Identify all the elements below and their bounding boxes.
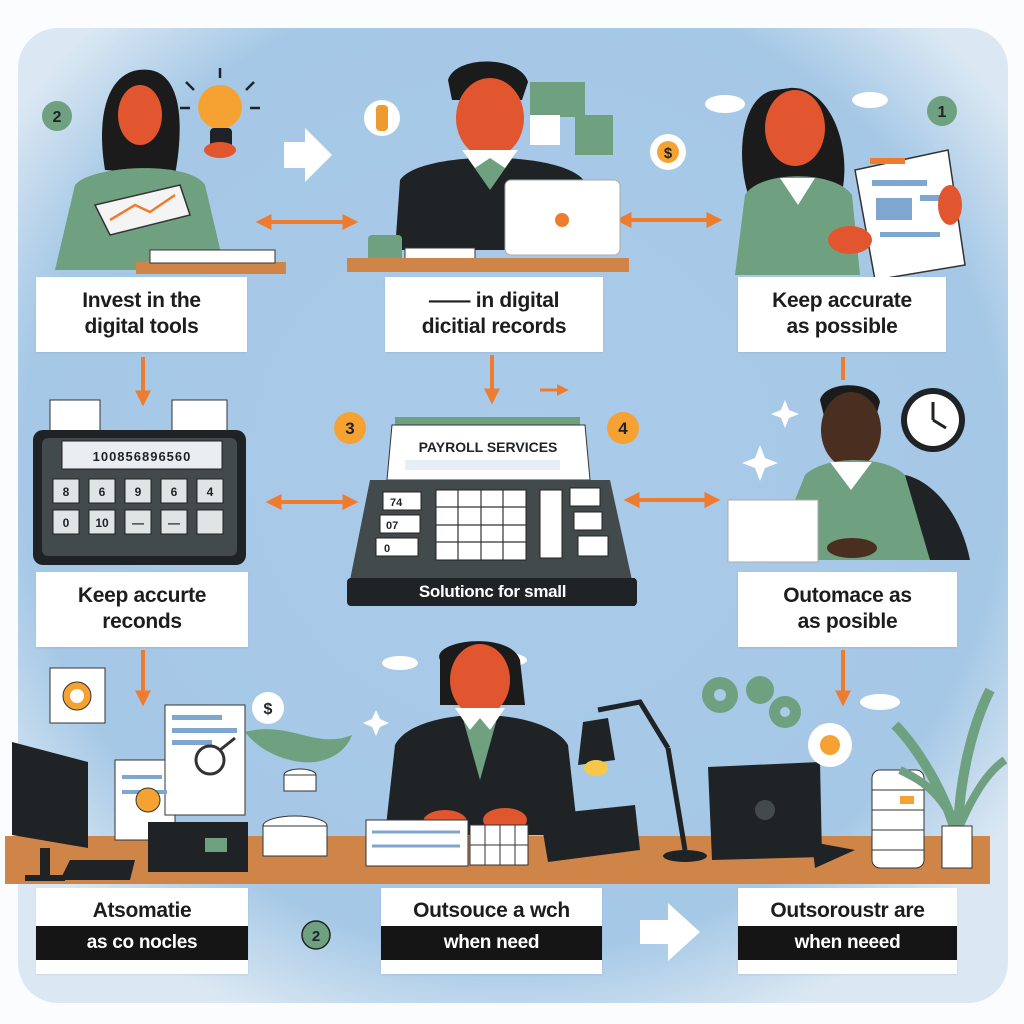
plant — [891, 687, 1008, 869]
badge-text: 2 — [53, 109, 62, 126]
laptop — [708, 762, 855, 868]
flow-arrow-white — [284, 128, 332, 182]
label-automate: Atsomatie as co nocles — [36, 888, 248, 974]
label-line: —— in digital — [428, 289, 560, 312]
woman-with-document — [735, 87, 966, 281]
label-keep-accurate-records: Keep accurte reconds — [36, 572, 248, 647]
payroll-title: PAYROLL SERVICES — [419, 439, 558, 455]
man-with-laptop — [364, 61, 621, 263]
label-line: as possible — [786, 315, 898, 338]
label-automate-as-possible: Outomace as as posible — [738, 572, 957, 647]
label-outsource: Outsouce a wch when need — [381, 888, 602, 974]
payroll-register: PAYROLL SERVICES 74 07 0 — [347, 417, 637, 606]
keyboard — [540, 805, 640, 862]
woman-writing — [385, 641, 578, 835]
monitor — [12, 742, 135, 881]
desk-lamp — [578, 699, 707, 862]
paper-stack — [365, 819, 469, 867]
server-stack — [871, 769, 925, 869]
clock-icon — [901, 388, 965, 452]
sparkle-icon — [742, 400, 799, 481]
label-line: Outomace as — [783, 584, 912, 607]
label-line: Invest in the — [82, 289, 201, 312]
desk-top-center — [347, 258, 629, 272]
label-digital-records: —— in digital dicitial records — [385, 277, 603, 352]
label-line: Keep accurate — [772, 289, 912, 312]
cloud-icon — [705, 92, 888, 113]
label-invest-digital-tools: Invest in the digital tools — [36, 277, 247, 352]
svg-text:2: 2 — [312, 928, 320, 945]
label-line: as posible — [797, 610, 898, 633]
step-badge-3: 3 — [334, 412, 366, 444]
svg-text:1: 1 — [938, 104, 947, 121]
desk-top-left — [136, 262, 286, 274]
label-line: as co nocles — [36, 926, 248, 960]
key: 0 — [384, 543, 390, 555]
coin-icon — [808, 723, 852, 767]
label-line: when neeed — [738, 926, 957, 960]
gears-icon — [702, 676, 801, 728]
calculator-display: 100856896560 — [93, 449, 192, 464]
coin-stack — [262, 768, 328, 857]
green-shapes — [530, 82, 613, 155]
money-flying: $ — [245, 692, 352, 763]
label-line: Solutionc for small — [418, 582, 567, 601]
label-line: reconds — [102, 610, 182, 633]
key: 8 — [63, 485, 70, 499]
woman-with-lightbulb — [55, 68, 260, 270]
key: 10 — [95, 516, 109, 530]
label-keep-accurate: Keep accurate as possible — [738, 277, 946, 352]
label-outsource-when-needed: Outsoroustr are when neeed — [738, 888, 957, 974]
label-solutions-for-small: Solutionc for small — [350, 578, 635, 606]
step-badge-top-right: 1 — [927, 96, 957, 126]
key: 9 — [135, 485, 142, 499]
svg-text:$: $ — [264, 701, 273, 718]
keypad — [469, 824, 529, 866]
key: 6 — [171, 485, 178, 499]
step-badge-4: 4 — [607, 412, 639, 444]
certificate — [49, 667, 106, 724]
sparkle-icon — [363, 710, 389, 736]
label-line: Atsomatie — [92, 899, 192, 922]
key: 74 — [390, 497, 403, 509]
key: 4 — [207, 485, 214, 499]
svg-text:$: $ — [664, 145, 673, 162]
flow-arrow-white — [640, 903, 700, 961]
key: — — [132, 516, 144, 530]
cash-box — [148, 822, 248, 872]
man-at-laptop — [727, 385, 970, 563]
key: 6 — [99, 485, 106, 499]
key: 07 — [386, 520, 398, 532]
svg-text:3: 3 — [345, 419, 354, 438]
key: 0 — [63, 516, 70, 530]
svg-text:4: 4 — [618, 419, 628, 438]
label-line: Keep accurte — [77, 584, 207, 607]
label-line: digital tools — [84, 315, 199, 338]
label-line: Outsouce a wch — [413, 899, 570, 922]
key: — — [168, 516, 180, 530]
label-line: dicitial records — [421, 315, 567, 338]
step-badge-top-left: 2 — [42, 101, 72, 131]
step-badge-bottom: 2 — [301, 920, 331, 950]
label-line: when need — [381, 926, 602, 960]
label-line: Outsoroustr are — [770, 899, 925, 922]
dollar-icon: $ — [650, 134, 686, 170]
calculator: 100856896560 8 6 9 6 4 0 10 — — — [33, 430, 246, 565]
